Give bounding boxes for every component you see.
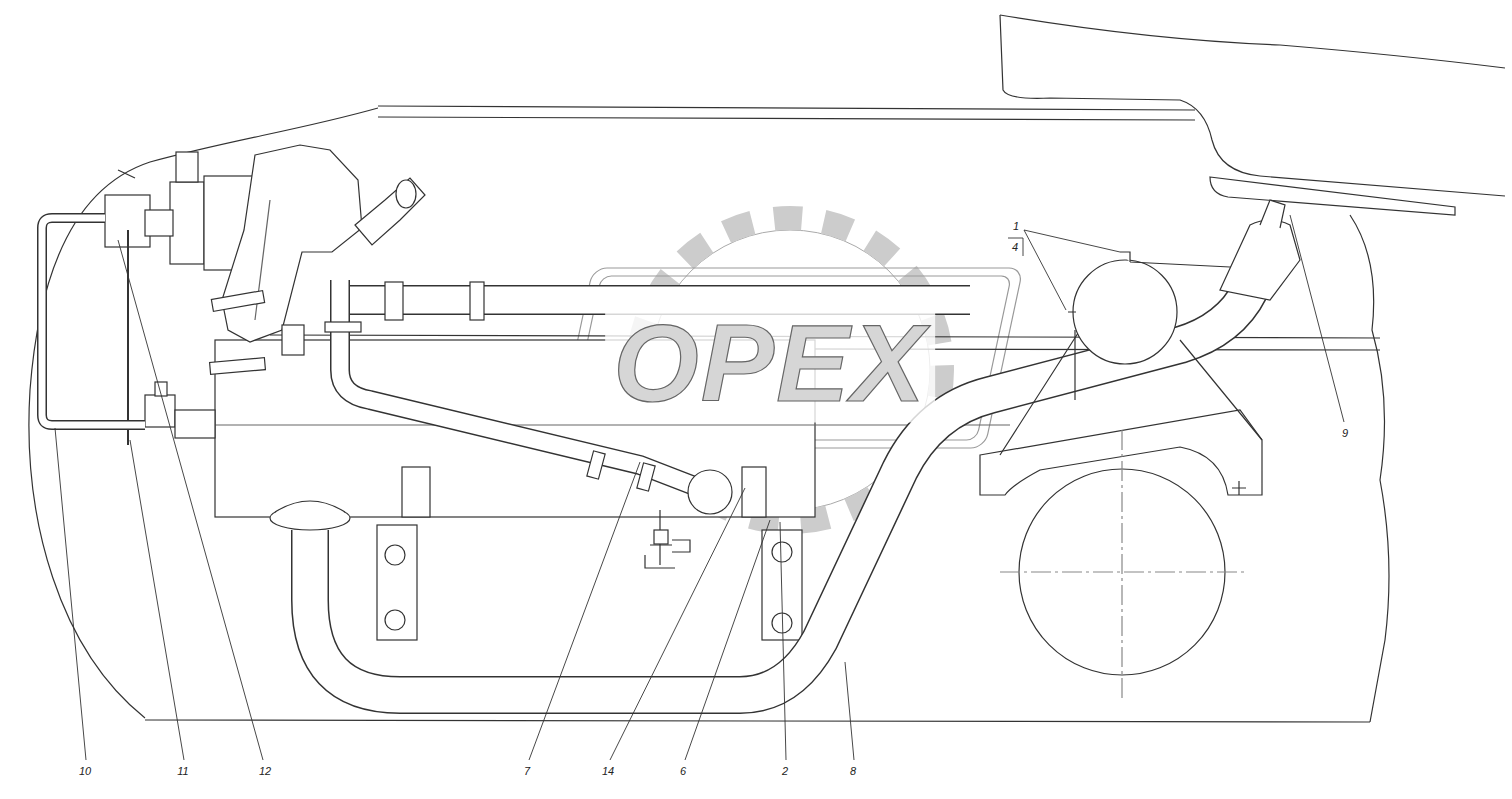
callout-number: 11 bbox=[175, 765, 190, 777]
callout-number: 10 bbox=[77, 765, 93, 777]
wheel bbox=[1000, 430, 1245, 700]
callout-number: 7 bbox=[522, 765, 532, 777]
turbocharger bbox=[105, 145, 425, 445]
pipe-loop bbox=[42, 218, 145, 425]
fender bbox=[1210, 177, 1455, 300]
callout-number: 2 bbox=[780, 765, 790, 777]
callout-number: 4 bbox=[1010, 241, 1020, 253]
exhaust-pipe bbox=[270, 255, 1262, 695]
callout-number: 12 bbox=[257, 765, 273, 777]
drain-valve bbox=[645, 510, 690, 568]
leader-line bbox=[55, 215, 1344, 760]
callout-number: 9 bbox=[1340, 427, 1350, 439]
mounting-bracket bbox=[377, 467, 802, 640]
watermark: OPEX bbox=[605, 302, 935, 423]
callout-number: 1 bbox=[1011, 220, 1021, 232]
callout-number: 8 bbox=[848, 765, 858, 777]
callout-number: 14 bbox=[600, 765, 616, 777]
callout-number: 6 bbox=[678, 765, 688, 777]
vehicle-outline bbox=[29, 15, 1505, 722]
tank-bracket bbox=[980, 252, 1262, 495]
